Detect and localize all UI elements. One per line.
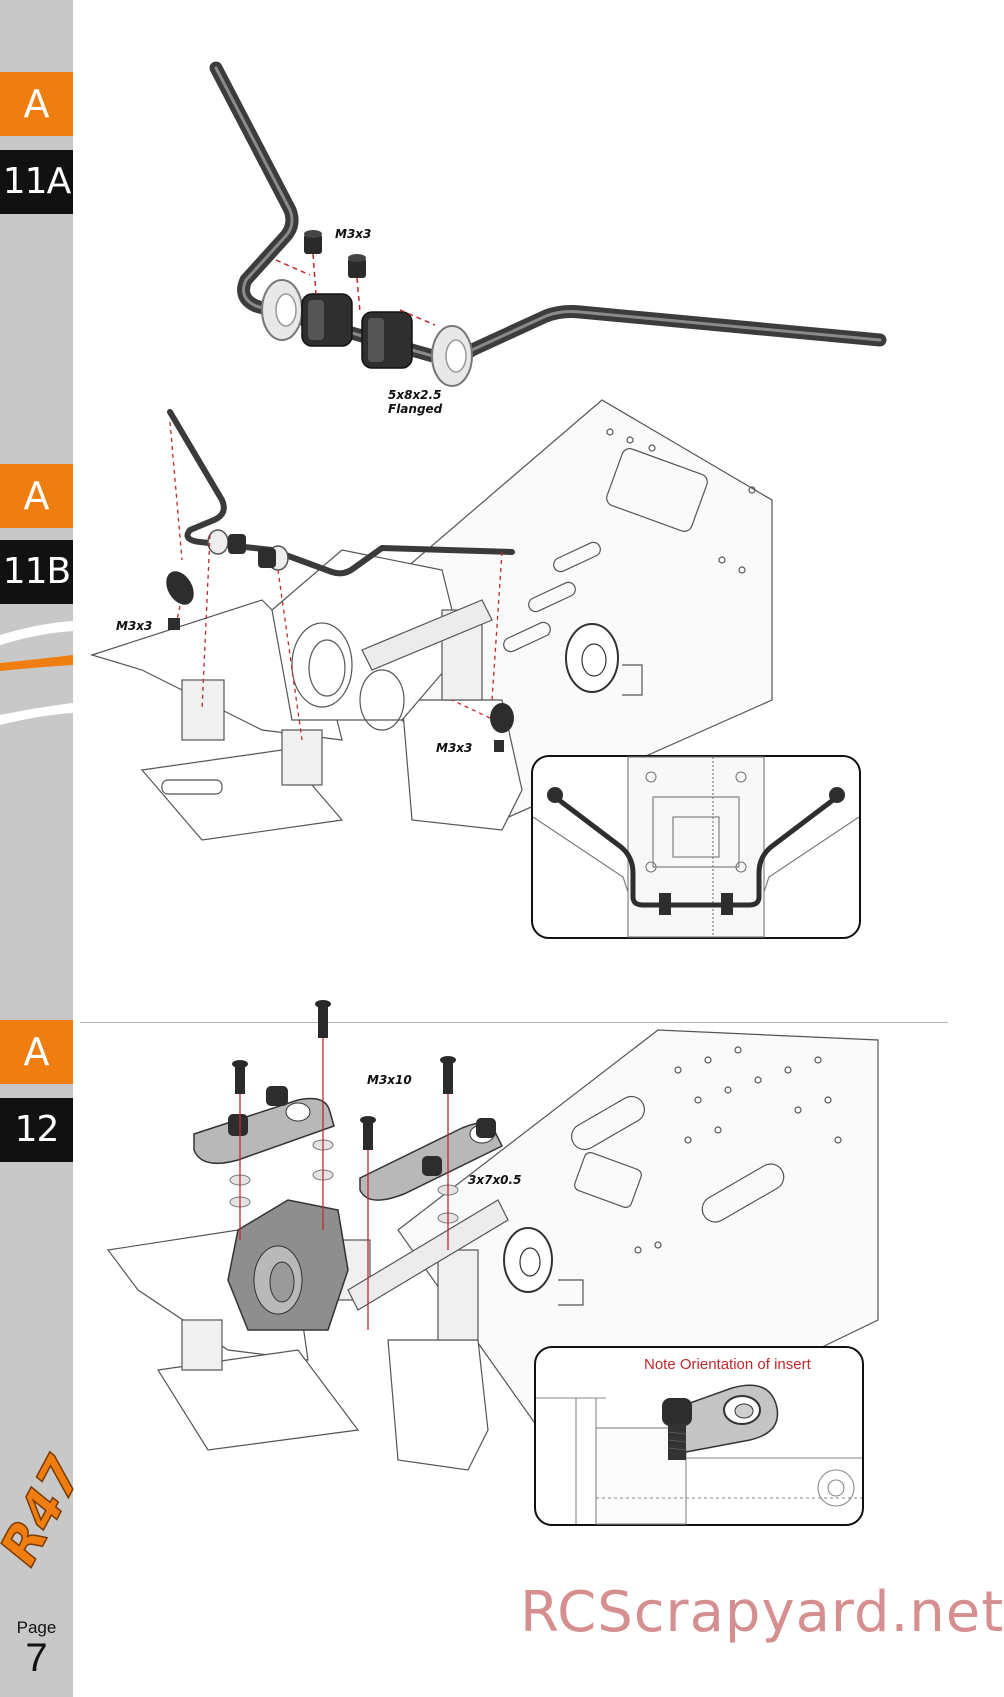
step-11a-number: 11A: [0, 150, 73, 214]
step-11b-screw-label-left: M3x3: [116, 619, 153, 633]
brand-logo: R47: [0, 1446, 96, 1576]
step-11a-bearing-label-line1: 5x8x2.5: [388, 388, 442, 402]
step-11b-detail-drawing: [532, 756, 860, 938]
step-11b-detail-inset: [531, 755, 861, 939]
step-11b-chassis-diagram: [89, 399, 773, 841]
inset-note-orientation: Note Orientation of insert: [644, 1356, 811, 1373]
step-11a-bearing-label-line2: Flanged: [388, 402, 443, 416]
step-11a-letter: A: [0, 72, 73, 136]
step-12-detail-drawing: [536, 1384, 862, 1525]
step-11a-antiroll-bar-diagram: [209, 61, 887, 387]
step-11b-number: 11B: [0, 540, 73, 604]
sidebar: [0, 0, 73, 1697]
page-number: 7: [25, 1636, 48, 1680]
svg-text:R47: R47: [0, 1447, 95, 1575]
page-label: Page: [16, 1618, 57, 1637]
step-12-letter: A: [0, 1020, 73, 1084]
step-12-shim-label: 3x7x0.5: [468, 1173, 522, 1187]
sidebar-swoosh-graphic: [0, 621, 73, 725]
step-12-detail-inset: Note Orientation of insert: [534, 1346, 864, 1526]
step-11a-screw-label: M3x3: [335, 227, 372, 241]
section-divider: [80, 1022, 948, 1023]
watermark: RCScrapyard.net: [520, 1580, 1004, 1645]
step-11b-screw-label-right: M3x3: [436, 741, 473, 755]
step-11b-letter: A: [0, 464, 73, 528]
step-12-number: 12: [0, 1098, 73, 1162]
step-12-screw-label: M3x10: [367, 1073, 412, 1087]
